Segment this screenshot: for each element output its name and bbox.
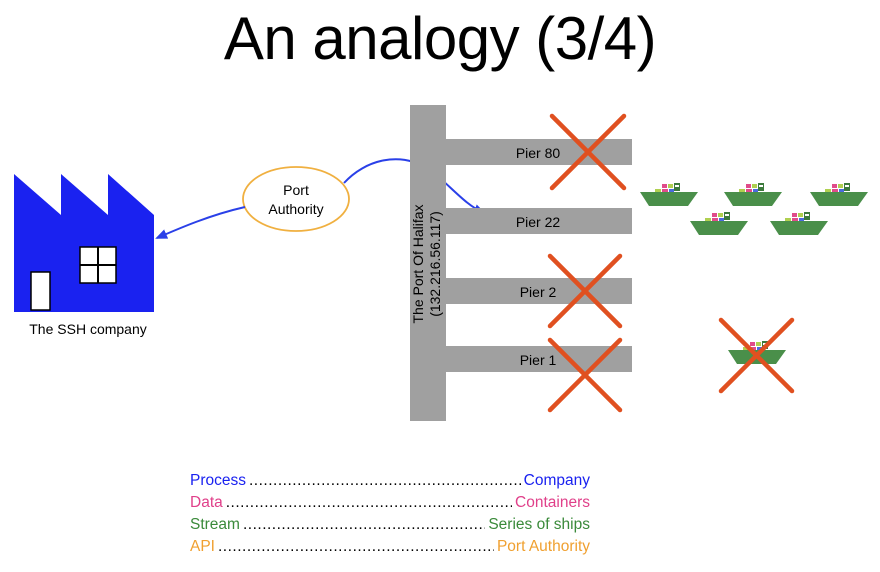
- cross-icon: [547, 253, 623, 329]
- legend: Process Company Data Containers Stream S…: [190, 470, 590, 558]
- legend-leader: [218, 536, 494, 558]
- factory-icon: [14, 170, 154, 312]
- legend-leader: [226, 492, 512, 514]
- legend-leader: [243, 514, 485, 536]
- ship-icon: [810, 183, 868, 206]
- slide-title: An analogy (3/4): [223, 5, 657, 72]
- legend-meaning: Containers: [515, 494, 590, 511]
- legend-row-data: Data Containers: [190, 492, 590, 514]
- ship-icon: [690, 212, 748, 235]
- port-authority-node: Port Authority: [242, 166, 350, 232]
- legend-term: Stream: [190, 516, 240, 533]
- ship-icon: [770, 212, 828, 235]
- pier-22-bar: [446, 208, 632, 234]
- company-label: The SSH company: [29, 321, 147, 337]
- legend-term: Process: [190, 472, 246, 489]
- legend-row-stream: Stream Series of ships: [190, 514, 590, 536]
- ship-icon: [724, 183, 782, 206]
- legend-row-process: Process Company: [190, 470, 590, 492]
- legend-term: API: [190, 538, 215, 555]
- ship-icon: [640, 183, 698, 206]
- legend-meaning: Port Authority: [496, 538, 590, 555]
- legend-term: Data: [190, 494, 223, 511]
- port-structure: [410, 105, 632, 421]
- pier-label: Pier 80: [516, 145, 561, 161]
- cross-icon: [718, 317, 795, 394]
- pier-label: Pier 22: [516, 214, 561, 230]
- port-authority-line2: Authority: [268, 201, 323, 217]
- port-authority-line1: Port: [283, 182, 309, 198]
- pier-label: Pier 1: [520, 352, 557, 368]
- legend-row-api: API Port Authority: [190, 536, 590, 558]
- pier-2-bar: [446, 278, 632, 304]
- port-name-label: The Port Of Halifax: [410, 204, 426, 323]
- legend-leader: [249, 470, 521, 492]
- legend-meaning: Series of ships: [488, 516, 590, 533]
- cross-icon: [549, 113, 627, 191]
- port-ip-label: (132.216.56.117): [427, 211, 443, 317]
- pier-label: Pier 2: [520, 284, 557, 300]
- pier-80-bar: [446, 139, 632, 165]
- legend-meaning: Company: [523, 472, 590, 489]
- cross-icon: [547, 337, 623, 413]
- arrow-to-company: [155, 206, 246, 239]
